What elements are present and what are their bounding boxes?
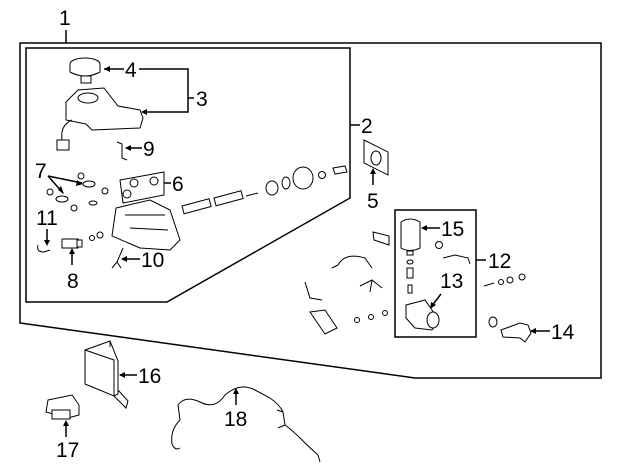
pump-motor-icon[interactable]: [405, 299, 440, 331]
sensor-icon[interactable]: [61, 238, 83, 249]
arrowhead-4: [104, 66, 110, 72]
bracket-10-icon[interactable]: [111, 247, 124, 269]
callout-12[interactable]: 12: [488, 250, 511, 273]
callout-2[interactable]: 2: [361, 115, 373, 138]
group-box-12: [394, 209, 477, 338]
arrowhead-17: [63, 420, 69, 426]
accumulator-icon[interactable]: [400, 218, 421, 294]
arrowhead-14: [530, 328, 536, 334]
group-box-1: [19, 42, 602, 379]
wiring-harness-icon[interactable]: [171, 386, 321, 463]
arrowhead-13: [430, 302, 436, 309]
arrowhead-7b: [58, 186, 64, 194]
callout-7[interactable]: 7: [35, 160, 47, 183]
callout-11[interactable]: 11: [36, 207, 58, 230]
arrowhead-15: [421, 225, 427, 231]
arrowhead-8: [69, 248, 75, 254]
callout-14[interactable]: 14: [551, 321, 575, 344]
callout-18[interactable]: 18: [224, 408, 247, 431]
callout-16[interactable]: 16: [138, 365, 161, 388]
callout-13[interactable]: 13: [440, 270, 463, 293]
callout-9[interactable]: 9: [143, 138, 155, 161]
bracket-3: [139, 68, 189, 113]
hydraulic-unit-icon[interactable]: [89, 165, 348, 251]
plug-icon[interactable]: [122, 176, 159, 199]
callout-6[interactable]: 6: [172, 173, 184, 196]
arrowhead-3: [141, 109, 147, 115]
callout-4[interactable]: 4: [125, 59, 137, 82]
callout-17[interactable]: 17: [56, 439, 79, 462]
callout-3[interactable]: 3: [196, 88, 208, 111]
relay-icon[interactable]: [45, 394, 80, 420]
plugs-box-6: [119, 171, 165, 204]
control-module-icon[interactable]: [84, 340, 129, 409]
reservoir-tank-icon[interactable]: [56, 87, 144, 151]
callout-5[interactable]: 5: [367, 190, 379, 213]
arrowhead-9: [125, 145, 131, 151]
small-parts-icon[interactable]: [304, 231, 526, 335]
fitting-icon[interactable]: [46, 172, 109, 212]
callout-8[interactable]: 8: [67, 270, 79, 293]
arrowhead-11: [44, 240, 50, 246]
callout-10[interactable]: 10: [141, 249, 164, 272]
arrow-7a: [47, 175, 83, 184]
callout-15[interactable]: 15: [441, 218, 464, 241]
gasket-plate-icon[interactable]: [363, 139, 389, 176]
reservoir-cap-icon[interactable]: [69, 57, 101, 84]
callout-1[interactable]: 1: [59, 7, 71, 30]
arrowhead-10: [121, 256, 127, 262]
bracket-14-icon[interactable]: [500, 322, 532, 343]
group-box-2: [25, 47, 351, 303]
arrowhead-18: [233, 388, 239, 394]
arrowhead-16: [119, 372, 125, 378]
arrowhead-7a: [76, 180, 83, 186]
arrowhead-5: [370, 168, 376, 174]
clip-9-icon[interactable]: [116, 141, 128, 161]
clip-11-icon[interactable]: [37, 244, 51, 253]
